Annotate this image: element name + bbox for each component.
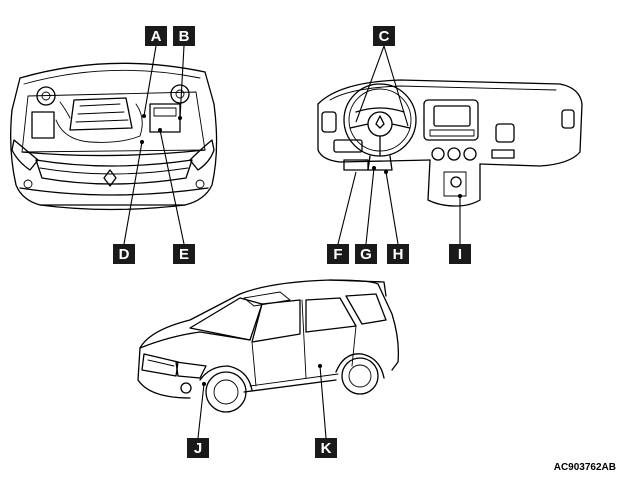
label-b: B bbox=[173, 26, 195, 46]
figure-code: AC903762AB bbox=[554, 462, 616, 473]
dashboard-illustration bbox=[317, 79, 583, 207]
label-h: H bbox=[387, 244, 409, 264]
svg-text:B: B bbox=[179, 28, 190, 45]
leader-lines bbox=[123, 45, 462, 439]
svg-text:J: J bbox=[194, 440, 202, 457]
label-f: F bbox=[327, 244, 349, 264]
svg-text:E: E bbox=[179, 246, 189, 263]
svg-text:C: C bbox=[379, 28, 390, 45]
svg-text:A: A bbox=[151, 28, 162, 45]
engine-compartment-illustration bbox=[10, 62, 218, 211]
svg-text:G: G bbox=[360, 246, 372, 263]
svg-text:I: I bbox=[458, 246, 462, 263]
label-d: D bbox=[113, 244, 135, 264]
label-e: E bbox=[173, 244, 195, 264]
svg-text:H: H bbox=[393, 246, 404, 263]
label-k: K bbox=[315, 438, 337, 458]
label-i: I bbox=[449, 244, 471, 264]
label-c: C bbox=[373, 26, 395, 46]
vehicle-illustration bbox=[137, 279, 400, 413]
svg-text:F: F bbox=[333, 246, 342, 263]
label-j: J bbox=[187, 438, 209, 458]
label-a: A bbox=[145, 26, 167, 46]
svg-text:K: K bbox=[321, 440, 332, 457]
svg-text:D: D bbox=[119, 246, 130, 263]
label-g: G bbox=[355, 244, 377, 264]
